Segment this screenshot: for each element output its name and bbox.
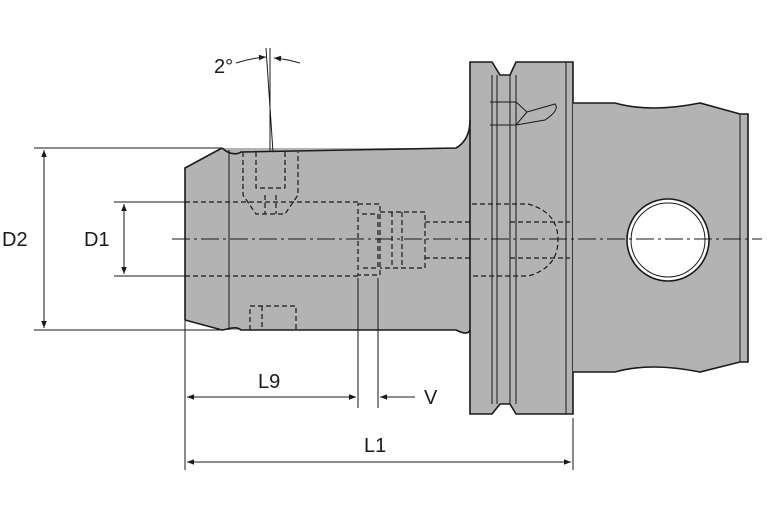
stop-screw	[357, 203, 426, 276]
d1-label: D1	[84, 229, 110, 251]
l1-dimension: L1	[187, 418, 574, 470]
l1-label: L1	[364, 435, 386, 457]
rear-bore	[425, 203, 570, 277]
tool-body	[184, 61, 749, 415]
l9-label: L9	[258, 371, 280, 393]
flange	[470, 62, 573, 414]
d1-dimension: D1	[84, 201, 190, 277]
bore	[185, 201, 358, 277]
set-screw-bottom	[249, 305, 297, 330]
cross-hole	[626, 198, 710, 282]
flange-outline	[469, 61, 574, 415]
shank-body	[185, 120, 470, 333]
d2-dimension: D2	[2, 147, 222, 331]
d2-label: D2	[2, 229, 28, 251]
l9-dimension: L9	[184, 278, 359, 470]
v-dimension: V	[334, 278, 438, 409]
angle-label: 2°	[214, 56, 233, 78]
shank-outline	[184, 119, 471, 334]
angle-dimension: 2°	[214, 47, 301, 153]
hidden-features	[185, 152, 570, 330]
drive-slot	[490, 101, 557, 126]
v-label: V	[424, 387, 438, 409]
taper-outline	[573, 102, 749, 373]
set-screw-top	[242, 152, 299, 215]
